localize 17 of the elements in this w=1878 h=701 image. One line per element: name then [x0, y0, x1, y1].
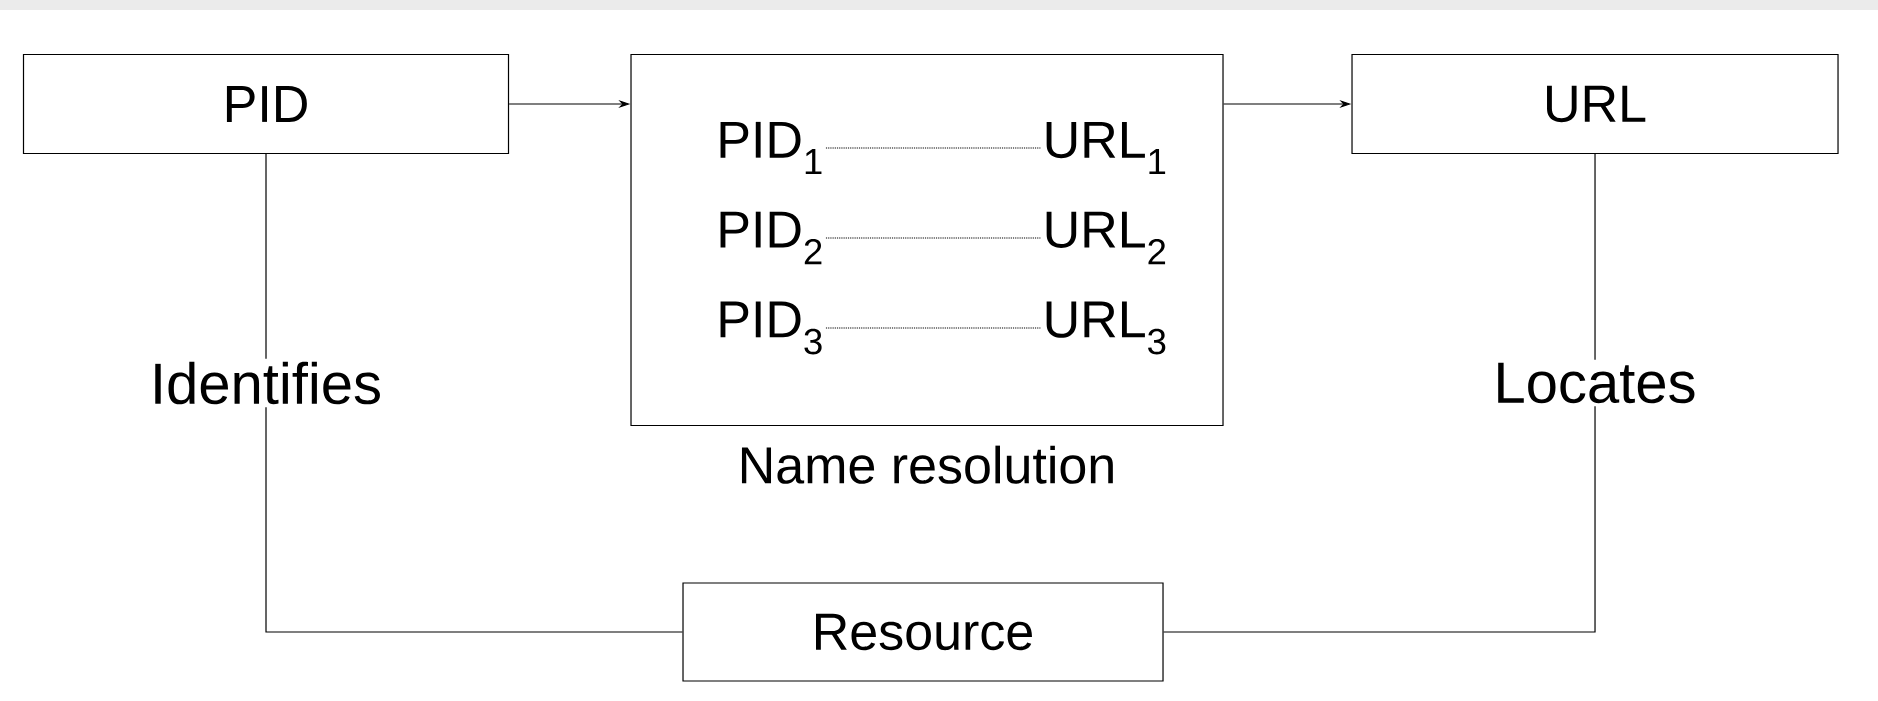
edge-label: Identifies: [146, 358, 386, 408]
inner-label: PID$_{2}$: [720, 211, 822, 265]
inner-label: URL$_{2}$: [1046, 211, 1166, 265]
inner-label: PID$_{1}$: [720, 121, 822, 175]
inner-label: URL$_{1}$: [1046, 121, 1166, 175]
dotted-line: [825, 147, 1041, 149]
connector-line: [1163, 153, 1596, 633]
edge-label: Locates: [1490, 359, 1700, 407]
process-box: Resource: [682, 582, 1164, 682]
dotted-line: [825, 237, 1041, 239]
connector-line: [265, 153, 683, 633]
inner-label: URL$_{3}$: [1046, 301, 1166, 355]
process-box: URL: [1351, 53, 1839, 155]
process-box: PID: [22, 53, 510, 155]
dotted-line: [825, 327, 1041, 329]
node-label: Name resolution: [741, 445, 1113, 484]
inner-label: PID$_{3}$: [720, 301, 822, 355]
